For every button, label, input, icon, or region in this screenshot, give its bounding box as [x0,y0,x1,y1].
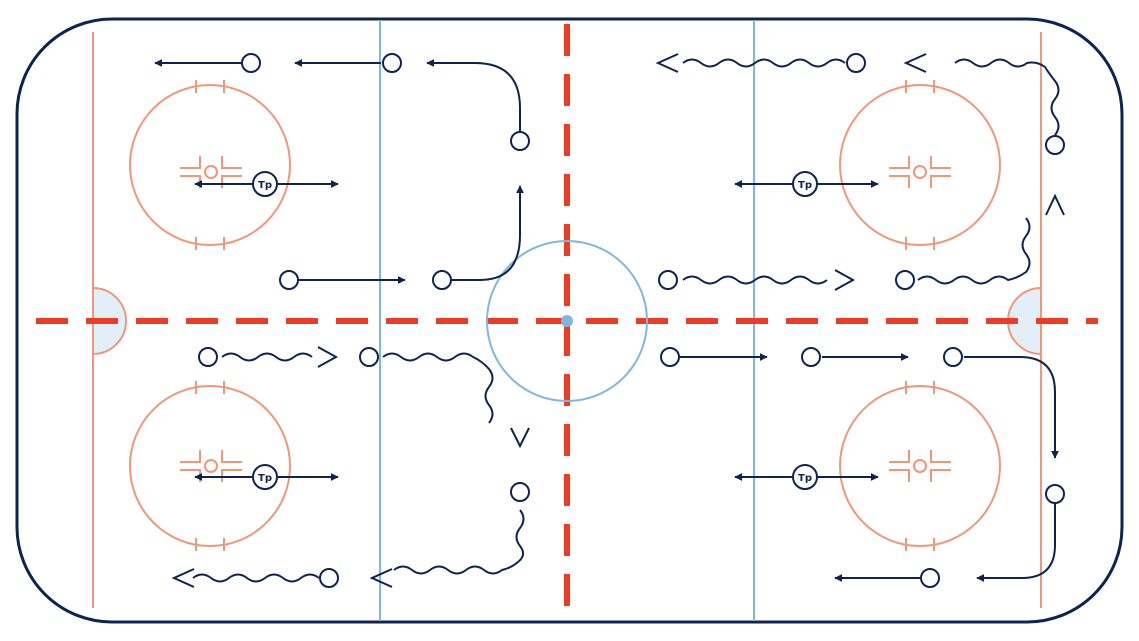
player-marker [943,347,963,367]
player-marker [1045,135,1065,155]
stickhandle-path [382,352,494,424]
stickhandle-path [682,58,846,68]
stickhandle-arrow-chevron [317,346,339,368]
skate-path-curve [452,185,524,281]
skate-path-curve [976,504,1056,582]
faceoff-circle-bottom-right [839,381,1001,551]
stickhandle-path [682,275,828,285]
player-marker [920,568,940,588]
stickhandle-arrow-chevron [510,427,530,449]
tp-marker: Tp [792,464,818,490]
player-marker [510,131,530,151]
skate-path-curve [964,356,1059,459]
stickhandle-arrow-chevron [171,568,195,588]
skate-path-curve [426,59,521,131]
player-marker [1045,484,1065,504]
tp-label: Tp [798,180,812,191]
tp-label: Tp [258,180,272,191]
stickhandle-arrow-chevron [1045,193,1065,216]
player-marker [510,482,530,502]
stickhandle-path [954,58,1060,136]
center-ice-dot [561,315,573,327]
player-marker [241,53,261,73]
tp-marker: Tp [252,464,278,490]
player-marker [660,347,680,367]
tp-label: Tp [798,473,812,484]
player-marker [382,53,402,73]
center-ice-circle [486,240,648,402]
stickhandle-path [192,573,320,583]
stickhandle-path [393,509,525,575]
stickhandle-path [221,352,313,362]
tp-marker: Tp [792,171,818,197]
player-marker [432,270,452,290]
tp-label: Tp [258,473,272,484]
player-marker [359,347,379,367]
stickhandle-arrow-chevron [655,53,679,73]
faceoff-circle-top-right [839,80,1001,250]
player-marker [895,270,915,290]
stickhandle-arrow-chevron [834,269,856,291]
player-marker [801,347,821,367]
stickhandle-arrow-chevron [903,53,927,73]
player-marker [319,568,339,588]
stickhandle-arrow-chevron [369,568,393,588]
player-marker [279,270,299,290]
player-marker [198,347,218,367]
faceoff-circle-bottom-left [129,381,291,551]
player-marker [658,270,678,290]
faceoff-circle-top-left [129,80,291,250]
player-marker [846,53,866,73]
stickhandle-path [917,217,1031,285]
tp-marker: Tp [252,171,278,197]
